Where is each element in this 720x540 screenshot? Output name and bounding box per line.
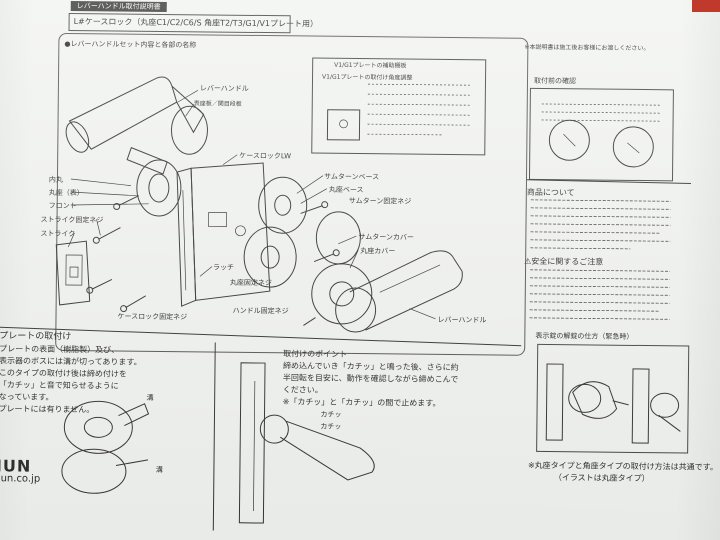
v1-mini-drawing (326, 83, 472, 141)
upper-lever-handle (65, 76, 205, 175)
striker-plate (55, 240, 91, 306)
divider-v (212, 342, 216, 531)
rosettes (136, 105, 373, 325)
notes-text-lines (529, 199, 671, 320)
case-lock-body (176, 162, 271, 307)
leader-lines (67, 90, 436, 320)
sample-mini-drawing (541, 103, 662, 168)
indicator-drawings (545, 363, 681, 444)
divider-h (0, 325, 522, 347)
red-object (692, 0, 720, 12)
plate-drawings (61, 400, 150, 494)
screws (86, 195, 340, 326)
lower-lever-handle (335, 250, 463, 333)
door-edge-drawing (238, 362, 375, 524)
